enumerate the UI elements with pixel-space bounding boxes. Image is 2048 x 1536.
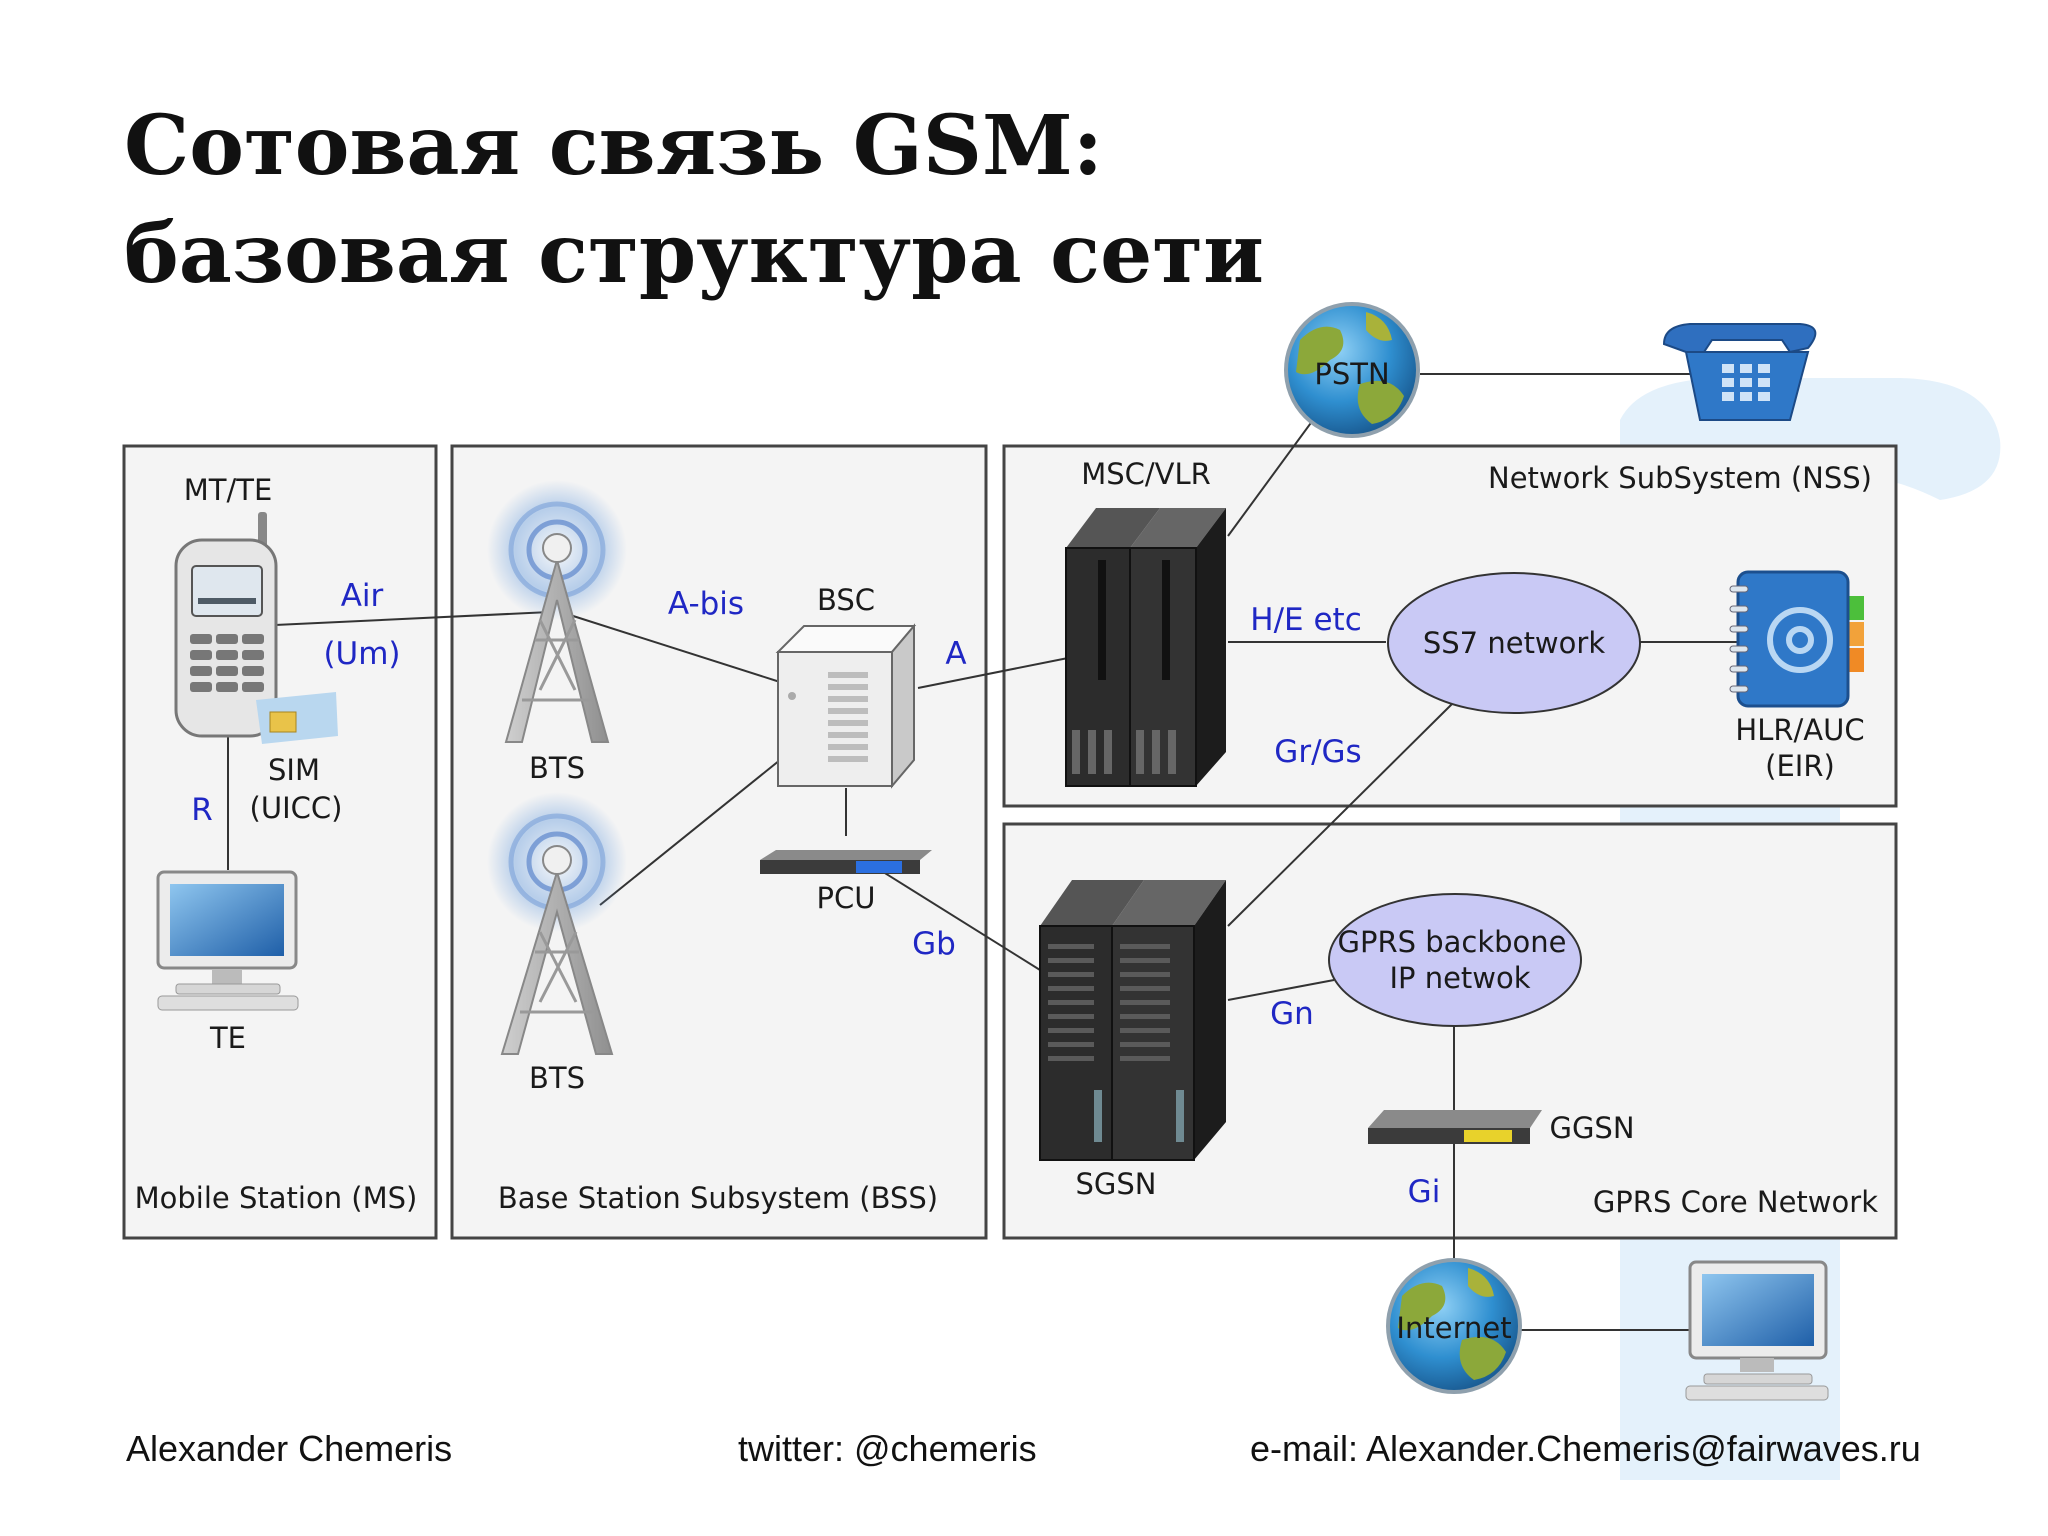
interface-he-label: H/E etc: [1250, 602, 1361, 638]
gprs-backbone-ellipse: [1328, 893, 1582, 1027]
msc-vlr-label: MSC/VLR: [1081, 457, 1211, 491]
interface-grgs-label: Gr/Gs: [1274, 734, 1361, 770]
pstn-globe-icon: [1284, 302, 1420, 438]
bts-label-2: BTS: [529, 1061, 585, 1095]
bss-group-label: Base Station Subsystem (BSS): [498, 1181, 938, 1215]
bsc-server-icon: [775, 623, 917, 789]
msc-vlr-server-icon: [1065, 508, 1226, 787]
ms-group-box: [122, 444, 438, 1240]
te-computer-icon: [156, 870, 299, 1011]
te-label: TE: [209, 1021, 246, 1055]
footer-author: Alexander Chemeris: [126, 1428, 453, 1469]
gprs-backbone-label-2: IP netwok: [1389, 961, 1530, 995]
ggsn-label: GGSN: [1549, 1111, 1634, 1145]
sgsn-server-icon: [1039, 880, 1226, 1161]
interface-um-label: (Um): [323, 636, 400, 672]
uicc-label: (UICC): [250, 791, 343, 825]
interface-abis-label: A-bis: [668, 586, 744, 622]
nss-group-label: Network SubSystem (NSS): [1488, 461, 1872, 495]
ss7-network-ellipse: [1387, 572, 1641, 714]
bsc-label: BSC: [817, 583, 875, 617]
bts-tower-icon-2: [487, 792, 627, 1055]
interface-gb-label: Gb: [912, 926, 956, 962]
slide-title: Сотовая связь GSM: базовая структура сет…: [124, 92, 1264, 308]
mt-te-label: MT/TE: [184, 473, 273, 507]
sim-card-icon: [256, 692, 338, 744]
interface-r-label: R: [191, 792, 213, 828]
internet-label: Internet: [1396, 1311, 1511, 1345]
gprs-backbone-label-1: GPRS backbone: [1337, 925, 1566, 959]
hlr-address-book-icon: [1729, 570, 1864, 708]
link-gn: [1227, 979, 1335, 1001]
ggsn-device-icon: [1368, 1110, 1542, 1144]
interface-a-label: A: [945, 636, 966, 672]
link-a: [917, 657, 1069, 689]
link-grgs: [1227, 703, 1453, 927]
slide-title-line-2: базовая структура сети: [124, 206, 1264, 302]
slide-title-line-1: Сотовая связь GSM:: [124, 98, 1103, 194]
interface-air-label: Air: [341, 578, 384, 614]
sim-label: SIM: [268, 753, 320, 787]
mobile-phone-icon: [174, 512, 278, 738]
gprs-group-label: GPRS Core Network: [1593, 1185, 1878, 1219]
hlr-auc-label: HLR/AUC: [1735, 713, 1864, 747]
link-abis-2: [599, 759, 781, 906]
pstn-label: PSTN: [1314, 357, 1389, 391]
internet-globe-icon: [1386, 1258, 1522, 1394]
connection-lines: [227, 373, 1738, 1331]
bts-label-1: BTS: [529, 751, 585, 785]
footer-email: e-mail: Alexander.Chemeris@fairwaves.ru: [1250, 1428, 1921, 1469]
link-air: [274, 611, 551, 626]
eir-label: (EIR): [1765, 749, 1835, 783]
internet-computer-icon: [1685, 1260, 1829, 1401]
link-abis-1: [569, 614, 781, 683]
footer-twitter: twitter: @chemeris: [738, 1428, 1037, 1469]
link-gb: [879, 869, 1041, 971]
ms-group-label: Mobile Station (MS): [135, 1181, 418, 1215]
telephone-icon: [1662, 323, 1817, 421]
sgsn-label: SGSN: [1076, 1167, 1157, 1201]
interface-gi-label: Gi: [1408, 1174, 1441, 1210]
interface-gn-label: Gn: [1270, 996, 1314, 1032]
ss7-network-label: SS7 network: [1423, 626, 1605, 660]
bts-tower-icon-1: [487, 480, 627, 743]
pcu-label: PCU: [817, 881, 876, 915]
pcu-device-icon: [760, 850, 932, 874]
